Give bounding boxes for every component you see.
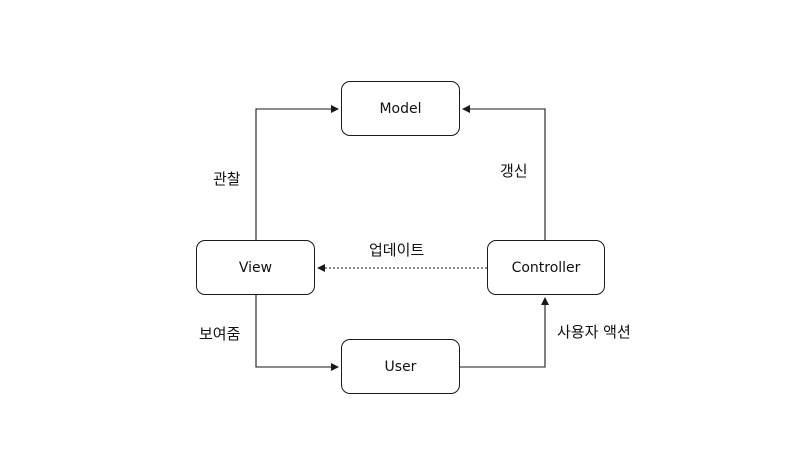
edge-label-show: 보여줌 xyxy=(199,325,241,343)
edge-view-to-model xyxy=(255,105,339,240)
node-controller-label: Controller xyxy=(511,259,581,276)
node-model-label: Model xyxy=(379,100,422,117)
node-user: User xyxy=(341,339,460,394)
edge-user-to-controller xyxy=(460,297,549,368)
edge-view-to-user xyxy=(255,295,339,371)
edge-controller-to-model xyxy=(462,105,546,240)
edge-label-update-view: 업데이트 xyxy=(369,241,425,259)
node-user-label: User xyxy=(384,358,417,375)
node-model: Model xyxy=(341,81,460,136)
edge-label-observe: 관찰 xyxy=(213,170,241,188)
edge-label-user-action: 사용자 액션 xyxy=(557,323,631,341)
edge-label-update-model: 갱신 xyxy=(500,162,528,180)
node-controller: Controller xyxy=(487,240,605,295)
node-view-label: View xyxy=(238,259,273,276)
node-view: View xyxy=(196,240,315,295)
